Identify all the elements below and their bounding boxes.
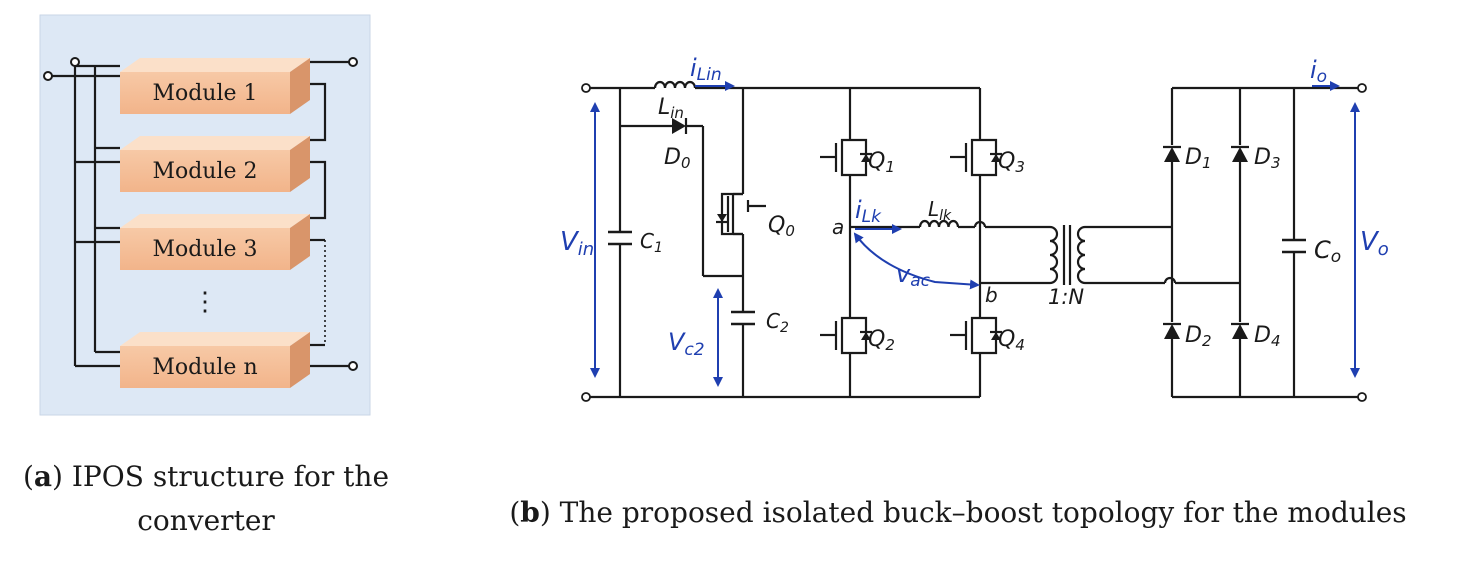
inductor-lin: [653, 80, 697, 89]
module-box-n: [120, 332, 310, 388]
label-d3: D3: [1254, 145, 1281, 172]
output-terminal-bottom: [1357, 392, 1367, 402]
mosfet-q4: [950, 316, 1002, 355]
transformer: [1049, 225, 1086, 285]
label-io: io: [1310, 56, 1327, 87]
input-terminal-top: [581, 83, 591, 93]
ipos-output-terminal-top: [348, 57, 358, 67]
module-box-2: [120, 136, 310, 192]
ipos-input-terminal-top: [70, 57, 80, 67]
diode-d3: [1231, 145, 1249, 162]
caption-a-line2: converter: [137, 504, 275, 537]
ipos-input-terminal-left: [43, 71, 53, 81]
label-q2: Q2: [868, 327, 895, 354]
label-d4: D4: [1254, 323, 1281, 350]
input-terminal-bottom: [581, 392, 591, 402]
inductor-llk: [918, 219, 960, 228]
label-d0: D0: [664, 145, 691, 172]
label-node-a: a: [832, 215, 844, 239]
module-box-1: [120, 58, 310, 114]
ipos-output-wires: [310, 60, 350, 368]
topology-schematic: iLin Lin D0 Q0 Vin C1 C2 Vc2 Q1 Q2 Q3 Q4…: [560, 54, 1389, 402]
label-lin: Lin: [658, 95, 684, 122]
label-node-b: b: [985, 283, 998, 307]
ipos-output-terminal-bottom: [348, 361, 358, 371]
label-q0: Q0: [768, 213, 795, 240]
module-label-1: Module 1: [152, 81, 257, 106]
mosfet-q2: [820, 316, 872, 355]
module-label-3: Module 3: [152, 237, 257, 262]
capacitor-co: [1282, 238, 1306, 254]
label-d2: D2: [1185, 323, 1212, 350]
label-q4: Q4: [998, 327, 1025, 354]
capacitor-c1: [608, 230, 632, 246]
label-vo: Vo: [1360, 227, 1389, 260]
vac-arrow: [853, 232, 980, 290]
diode-d0: [672, 118, 688, 134]
capacitor-c2: [731, 310, 755, 326]
main-wires: [590, 86, 1358, 399]
label-q1: Q1: [868, 149, 895, 176]
label-c2: C2: [766, 309, 789, 336]
label-vc2: Vc2: [668, 328, 705, 360]
mosfet-q1: [820, 138, 872, 177]
caption-a-line1: (a) IPOS structure for the: [23, 460, 389, 493]
label-d1: D1: [1185, 145, 1212, 172]
diode-d2: [1163, 322, 1181, 339]
label-co: Co: [1314, 236, 1341, 267]
label-c1: C1: [640, 229, 663, 256]
module-ellipsis: ⋮: [192, 287, 218, 317]
module-label-2: Module 2: [152, 159, 257, 184]
mosfet-q3: [950, 138, 1002, 177]
label-vac: vac: [896, 260, 931, 291]
ipos-panel: Module 1 Module 2 Module 3 Module n ⋮: [39, 14, 371, 416]
caption-b: (b) The proposed isolated buck–boost top…: [509, 496, 1406, 529]
label-ilk: iLk: [855, 196, 882, 227]
label-vin: Vin: [560, 227, 594, 260]
module-label-n: Module n: [152, 355, 257, 380]
module-box-3: [120, 214, 310, 270]
output-terminal-top: [1357, 83, 1367, 93]
mosfet-q0: [716, 192, 766, 236]
diode-d1: [1163, 145, 1181, 162]
label-ratio: 1:N: [1048, 285, 1084, 309]
label-ilin: iLin: [690, 54, 722, 85]
label-llk: Llk: [928, 197, 952, 224]
diode-d4: [1231, 322, 1249, 339]
label-q3: Q3: [998, 149, 1025, 176]
